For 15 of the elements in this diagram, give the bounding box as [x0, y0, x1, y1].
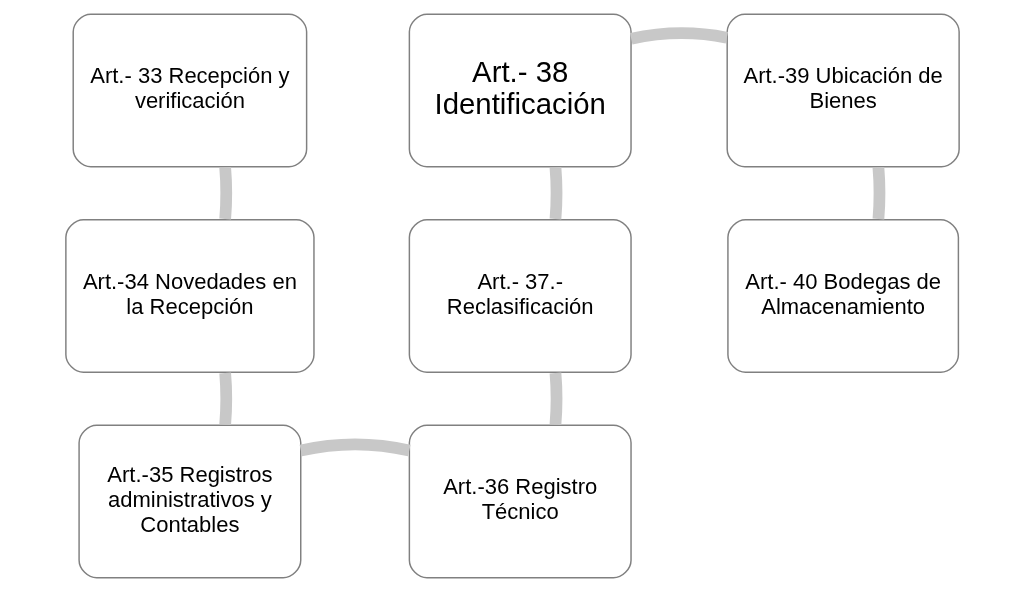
connector — [218, 372, 232, 425]
connector — [299, 438, 410, 457]
node-box: Art.-39 Ubicación de Bienes — [725, 13, 960, 168]
connector — [872, 166, 885, 220]
connector — [629, 27, 728, 45]
connector — [549, 166, 562, 220]
node-box: Art.-35 Registros administrativos y Contables — [77, 424, 301, 579]
node-box: Art.- 40 Bodegas de Almacenamiento — [726, 218, 959, 374]
node-box: Art.-34 Novedades en la Recepción — [64, 218, 315, 374]
node-box: Art.- 38 Identificación — [408, 13, 632, 168]
node-box: Art.- 33 Recepción y verificación — [71, 13, 307, 168]
node-box: Art.- 37.- Reclasificación — [408, 218, 632, 374]
connector — [549, 372, 562, 425]
node-box: Art.-36 Registro Técnico — [408, 424, 632, 579]
connector — [218, 166, 232, 220]
